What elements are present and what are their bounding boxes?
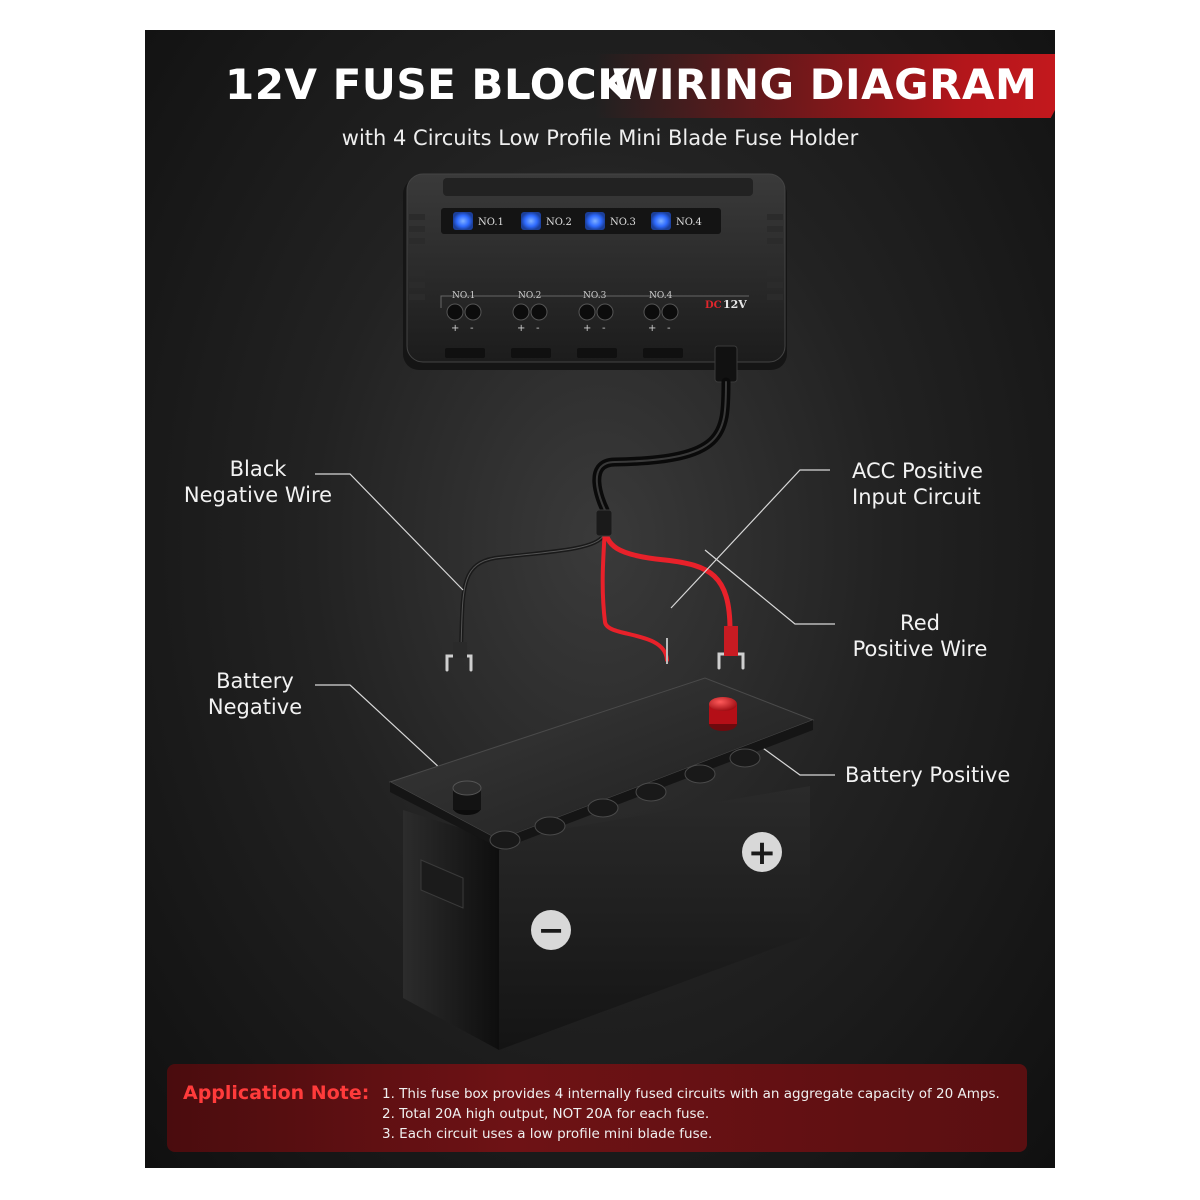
- fuse-block-vents-left: [409, 214, 425, 300]
- wiring-illustration: NO.1 NO.2 NO.3 NO.4 NO.1 NO.2 NO.3 NO.4: [315, 173, 835, 1050]
- terminal-screw-3-plus: [578, 303, 596, 321]
- leader-acc-input: [670, 469, 830, 609]
- led-label-3: NO.3: [610, 217, 636, 228]
- battery-minus-badge: [531, 910, 571, 950]
- voltage-label: 12V: [723, 298, 747, 311]
- led-label-1: NO.1: [478, 217, 504, 228]
- terminal-minus-label-1: -: [470, 323, 474, 334]
- main-cable-highlight: [595, 381, 727, 511]
- port-label-1: NO.1: [452, 291, 475, 301]
- callout-black-negative-wire: Black Negative Wire: [183, 457, 333, 507]
- application-note-list: 1. This fuse box provides 4 internally f…: [382, 1084, 1000, 1144]
- battery-front-face: [499, 786, 810, 1050]
- red-wire-crimp: [724, 626, 738, 656]
- wiring: [459, 377, 733, 662]
- subtitle: with 4 Circuits Low Profile Mini Blade F…: [341, 126, 859, 150]
- callout-acc-positive-input: ACC Positive Input Circuit: [852, 459, 983, 509]
- wire-splitter: [595, 509, 613, 537]
- fuse-block-front-slots: [445, 348, 683, 358]
- plus-sign-icon: +: [748, 833, 777, 873]
- black-wire-fork-terminal: [445, 654, 473, 672]
- battery: + −: [388, 677, 815, 1050]
- battery-lid-edge-left: [390, 782, 499, 848]
- title-ribbon: [595, 54, 1055, 118]
- red-wire-fork-terminal: [717, 652, 745, 670]
- application-note-item: 2. Total 20A high output, NOT 20A for ea…: [382, 1106, 710, 1122]
- led-indicator-4: [651, 212, 671, 230]
- black-negative-wire: [459, 534, 605, 650]
- port-label-3: NO.3: [583, 291, 607, 301]
- callout-red-positive-wire: Red Positive Wire: [852, 611, 988, 661]
- port-bracket-line: [440, 295, 749, 308]
- battery-cell-caps: [489, 748, 761, 850]
- voltage-prefix: DC: [705, 300, 722, 311]
- terminal-screw-1-minus: [464, 303, 482, 321]
- leader-red-wire: [704, 549, 835, 625]
- battery-negative-terminal: [452, 780, 482, 815]
- callout-battery-negative: Battery Negative: [207, 669, 303, 719]
- battery-handle: [420, 859, 464, 909]
- application-note-item: 3. Each circuit uses a low profile mini …: [382, 1126, 713, 1142]
- diagram-panel: 12V FUSE BLOCK WIRING DIAGRAM with 4 Cir…: [145, 30, 1055, 1168]
- callout-leaders: [315, 469, 835, 783]
- terminal-plus-label-2: +: [517, 323, 525, 334]
- port-label-2: NO.2: [518, 291, 541, 301]
- application-note: Application Note: 1. This fuse box provi…: [167, 1064, 1027, 1152]
- acc-positive-wire: [600, 526, 669, 662]
- title-wiring-diagram: WIRING DIAGRAM: [612, 60, 1038, 109]
- application-note-label: Application Note:: [183, 1082, 370, 1104]
- led-label-4: NO.4: [676, 217, 702, 228]
- fuse-block-vent-top: [443, 178, 753, 196]
- terminal-plus-label-3: +: [583, 323, 591, 334]
- led-indicator-2: [521, 212, 541, 230]
- black-wire-sheen: [460, 535, 604, 649]
- terminal-screw-1-plus: [446, 303, 464, 321]
- terminal-plus-label-4: +: [648, 323, 656, 334]
- minus-sign-icon: −: [538, 911, 565, 949]
- led-indicator-1: [453, 212, 473, 230]
- led-label-2: NO.2: [546, 217, 572, 228]
- fuse-block-body: [406, 173, 786, 363]
- leader-black-wire: [315, 473, 464, 591]
- terminal-screw-4-minus: [661, 303, 679, 321]
- fuse-block-vents-right: [767, 214, 783, 300]
- terminal-screw-2-plus: [512, 303, 530, 321]
- callout-battery-positive: Battery Positive: [845, 763, 1011, 787]
- led-strip: [441, 208, 721, 234]
- terminal-minus-label-3: -: [602, 323, 606, 334]
- leader-battery-negative: [315, 684, 456, 783]
- battery-plus-badge: [742, 832, 782, 872]
- terminal-screw-2-minus: [530, 303, 548, 321]
- terminal-minus-label-2: -: [536, 323, 540, 334]
- battery-side-face: [403, 810, 499, 1050]
- port-label-4: NO.4: [649, 291, 673, 301]
- cable-connector: [714, 345, 738, 383]
- battery-positive-terminal: [709, 697, 737, 731]
- fuse-block: NO.1 NO.2 NO.3 NO.4 NO.1 NO.2 NO.3 NO.4: [403, 173, 787, 383]
- terminal-minus-label-4: -: [667, 323, 671, 334]
- application-note-item: 1. This fuse box provides 4 internally f…: [382, 1086, 1000, 1102]
- terminal-plus-label-1: +: [451, 323, 459, 334]
- black-wire-crimp: [453, 642, 467, 658]
- terminal-screw-4-plus: [643, 303, 661, 321]
- terminal-screw-3-minus: [596, 303, 614, 321]
- red-positive-wire: [602, 525, 733, 633]
- led-indicator-3: [585, 212, 605, 230]
- title-fuse-block: 12V FUSE BLOCK: [225, 60, 631, 109]
